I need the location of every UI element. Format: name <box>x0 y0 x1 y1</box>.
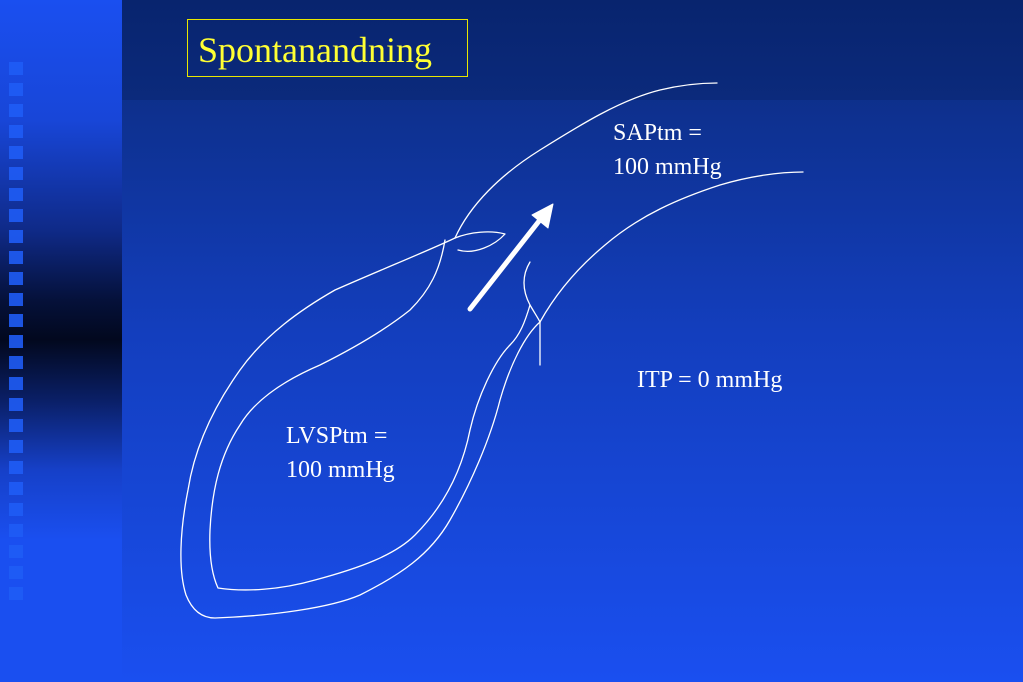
bullet-square <box>9 545 23 558</box>
bullet-square <box>9 167 23 180</box>
bullet-square <box>9 83 23 96</box>
lvsptm-line-2: 100 mmHg <box>286 457 395 483</box>
valve-leaflet <box>454 231 506 252</box>
title-box: Spontanandning <box>187 19 468 77</box>
aorta-inner-wall <box>539 171 804 323</box>
bullet-square <box>9 209 23 222</box>
saptm-label: SAPtm = 100 mmHg <box>613 116 722 184</box>
bullet-square <box>9 293 23 306</box>
bullet-square <box>9 566 23 579</box>
bullet-square <box>9 62 23 75</box>
left-decorative-strip <box>0 0 122 682</box>
bullet-square <box>9 314 23 327</box>
saptm-line-1: SAPtm = <box>613 120 702 146</box>
bullet-square <box>9 272 23 285</box>
bullet-square <box>9 356 23 369</box>
bullet-square <box>9 230 23 243</box>
bullet-square <box>9 188 23 201</box>
aorta-outer-wall <box>454 82 718 239</box>
saptm-line-2: 100 mmHg <box>613 154 722 180</box>
bullet-square <box>9 377 23 390</box>
bullet-square <box>9 125 23 138</box>
bullet-square <box>9 440 23 453</box>
ventricle-inner-wall <box>209 239 531 591</box>
bullet-square <box>9 335 23 348</box>
bullet-square <box>9 419 23 432</box>
bullet-square <box>9 146 23 159</box>
bullet-square <box>9 104 23 117</box>
page-title: Spontanandning <box>198 30 432 70</box>
bullet-square <box>9 482 23 495</box>
header-band <box>0 0 1023 100</box>
bullet-square <box>9 587 23 600</box>
ventricle-outer-wall <box>180 237 541 619</box>
bullet-square <box>9 524 23 537</box>
bullet-square <box>9 398 23 411</box>
arrow-up-right-icon <box>467 203 554 312</box>
itp-label: ITP = 0 mmHg <box>637 367 783 393</box>
septal-leaflet <box>523 261 541 323</box>
bullet-column <box>9 62 27 608</box>
bullet-square <box>9 251 23 264</box>
bullet-square <box>9 461 23 474</box>
bullet-square <box>9 503 23 516</box>
lvsptm-line-1: LVSPtm = <box>286 423 388 449</box>
lvsptm-label: LVSPtm = 100 mmHg <box>286 419 395 487</box>
